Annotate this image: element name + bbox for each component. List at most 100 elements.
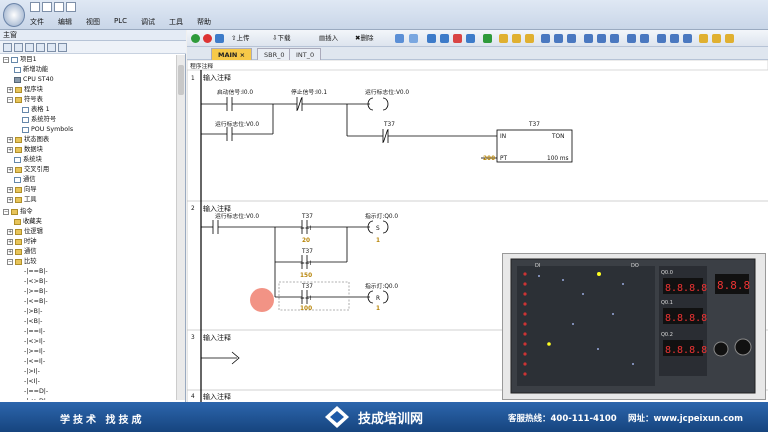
- tree-node[interactable]: -|==B|-: [22, 267, 48, 276]
- toolbar-tool-icon[interactable]: [640, 34, 649, 43]
- menu-edit[interactable]: 编辑: [58, 18, 72, 26]
- timer-preset-value[interactable]: 200: [483, 156, 495, 162]
- toolbar-tool-icon[interactable]: [657, 34, 666, 43]
- collapse-icon[interactable]: −: [3, 56, 9, 63]
- tree-node[interactable]: -|<B|-: [22, 317, 42, 326]
- tree-node[interactable]: −比较: [7, 257, 37, 266]
- toolbar-tool-icon[interactable]: [427, 34, 436, 43]
- tree-node[interactable]: -|==D|-: [22, 387, 48, 396]
- tree-node[interactable]: −项目1: [3, 55, 37, 64]
- network-4-comment[interactable]: 输入注释: [203, 392, 231, 401]
- toolbar-tool-icon[interactable]: [499, 34, 508, 43]
- collapse-icon[interactable]: −: [7, 96, 13, 103]
- toolbar-tool-icon[interactable]: [483, 34, 492, 43]
- print-icon[interactable]: [66, 2, 76, 12]
- toolbar-tool-icon[interactable]: [395, 34, 404, 43]
- tree-node[interactable]: POU Symbols: [22, 125, 73, 134]
- app-logo-icon[interactable]: [3, 3, 25, 27]
- menu-tools[interactable]: 工具: [169, 18, 184, 26]
- network-2-comment[interactable]: 输入注释: [203, 204, 231, 213]
- network-1-comment[interactable]: 输入注释: [203, 73, 231, 82]
- tree-node[interactable]: -|<=B|-: [22, 297, 48, 306]
- expand-icon[interactable]: +: [7, 196, 13, 203]
- insert-button[interactable]: ▤插入: [319, 34, 339, 42]
- tree-node[interactable]: 通信: [14, 175, 36, 184]
- tree-node[interactable]: CPU ST40: [14, 75, 54, 84]
- tree-node[interactable]: +交叉引用: [7, 165, 49, 174]
- toolbar-tool-icon[interactable]: [409, 34, 418, 43]
- tree-node[interactable]: -|<>I|-: [22, 337, 45, 346]
- compare-3-value[interactable]: 100: [300, 306, 312, 312]
- expand-icon[interactable]: +: [7, 238, 13, 245]
- compare-2-value[interactable]: 150: [300, 273, 312, 279]
- expand-icon[interactable]: +: [7, 146, 13, 153]
- tab-sbr0[interactable]: SBR_0: [257, 48, 292, 60]
- tree-node[interactable]: −指令: [3, 207, 33, 216]
- toolbar-tool-icon[interactable]: [683, 34, 692, 43]
- toolbar-tool-icon[interactable]: [554, 34, 563, 43]
- tree-scrollbar[interactable]: [176, 55, 185, 400]
- expand-icon[interactable]: +: [7, 248, 13, 255]
- tree-tool-icon[interactable]: [25, 43, 34, 52]
- toolbar-tool-icon[interactable]: [453, 34, 462, 43]
- stop-icon[interactable]: [203, 34, 212, 43]
- tree-node[interactable]: +向导: [7, 185, 37, 194]
- tree-tool-icon[interactable]: [47, 43, 56, 52]
- tree-node[interactable]: -|>B|-: [22, 307, 42, 316]
- menu-view[interactable]: 视图: [86, 18, 100, 26]
- toolbar-tool-icon[interactable]: [541, 34, 550, 43]
- tree-node[interactable]: +时钟: [7, 237, 37, 246]
- tree-node[interactable]: 系统符号: [22, 115, 56, 124]
- tree-tool-icon[interactable]: [3, 43, 12, 52]
- tree-scroll-thumb[interactable]: [178, 65, 184, 95]
- tree-node[interactable]: -|<>B|-: [22, 277, 48, 286]
- expand-icon[interactable]: +: [7, 228, 13, 235]
- toolbar-tool-icon[interactable]: [725, 34, 734, 43]
- toolbar-tool-icon[interactable]: [597, 34, 606, 43]
- tree-node[interactable]: −符号表: [7, 95, 43, 104]
- tree-node[interactable]: +位逻辑: [7, 227, 43, 236]
- download-button[interactable]: ⇩下载: [272, 34, 291, 42]
- run-icon[interactable]: [191, 34, 200, 43]
- tree-node[interactable]: 系统块: [14, 155, 42, 164]
- tree-node[interactable]: +数据块: [7, 145, 43, 154]
- tree-tool-icon[interactable]: [58, 43, 67, 52]
- compile-icon[interactable]: [215, 34, 224, 43]
- toolbar-tool-icon[interactable]: [670, 34, 679, 43]
- toolbar-tool-icon[interactable]: [712, 34, 721, 43]
- tree-node[interactable]: -|>=B|-: [22, 287, 48, 296]
- close-icon[interactable]: ×: [239, 51, 246, 59]
- toolbar-tool-icon[interactable]: [525, 34, 534, 43]
- tree-node[interactable]: -|<I|-: [22, 377, 40, 386]
- delete-button[interactable]: ✖删除: [355, 34, 374, 42]
- menu-debug[interactable]: 调试: [141, 18, 156, 26]
- expand-icon[interactable]: +: [7, 86, 13, 93]
- toolbar-tool-icon[interactable]: [699, 34, 708, 43]
- expand-icon[interactable]: +: [7, 136, 13, 143]
- toolbar-tool-icon[interactable]: [512, 34, 521, 43]
- upload-button[interactable]: ⇧上传: [231, 34, 250, 42]
- tree-tool-icon[interactable]: [14, 43, 23, 52]
- compare-1-value[interactable]: 20: [302, 238, 310, 244]
- reset-coil-count[interactable]: 1: [376, 306, 380, 312]
- expand-icon[interactable]: +: [7, 166, 13, 173]
- toolbar-tool-icon[interactable]: [567, 34, 576, 43]
- set-coil-count[interactable]: 1: [376, 238, 380, 244]
- tree-node[interactable]: -|>I|-: [22, 367, 40, 376]
- program-comment[interactable]: 程序注释: [190, 62, 213, 70]
- expand-icon[interactable]: +: [7, 186, 13, 193]
- tree-node[interactable]: 收藏夹: [14, 217, 42, 226]
- tree-node[interactable]: +状态图表: [7, 135, 49, 144]
- tree-node[interactable]: +程序块: [7, 85, 43, 94]
- save-icon[interactable]: [54, 2, 64, 12]
- tree-node[interactable]: 表格 1: [22, 105, 50, 114]
- collapse-icon[interactable]: −: [3, 208, 9, 215]
- toolbar-tool-icon[interactable]: [627, 34, 636, 43]
- tree-node[interactable]: -|<>D|-: [22, 397, 48, 400]
- tree-node[interactable]: +工具: [7, 195, 37, 204]
- ladder-editor[interactable]: 程序注释 1 输入注释 2 输入注释 3 输入注释 4 输入注释 启动信号:I0…: [186, 59, 768, 402]
- menu-plc[interactable]: PLC: [114, 17, 128, 25]
- tree-node[interactable]: 新增功能: [14, 65, 48, 74]
- collapse-icon[interactable]: −: [7, 258, 13, 265]
- tree-tool-icon[interactable]: [36, 43, 45, 52]
